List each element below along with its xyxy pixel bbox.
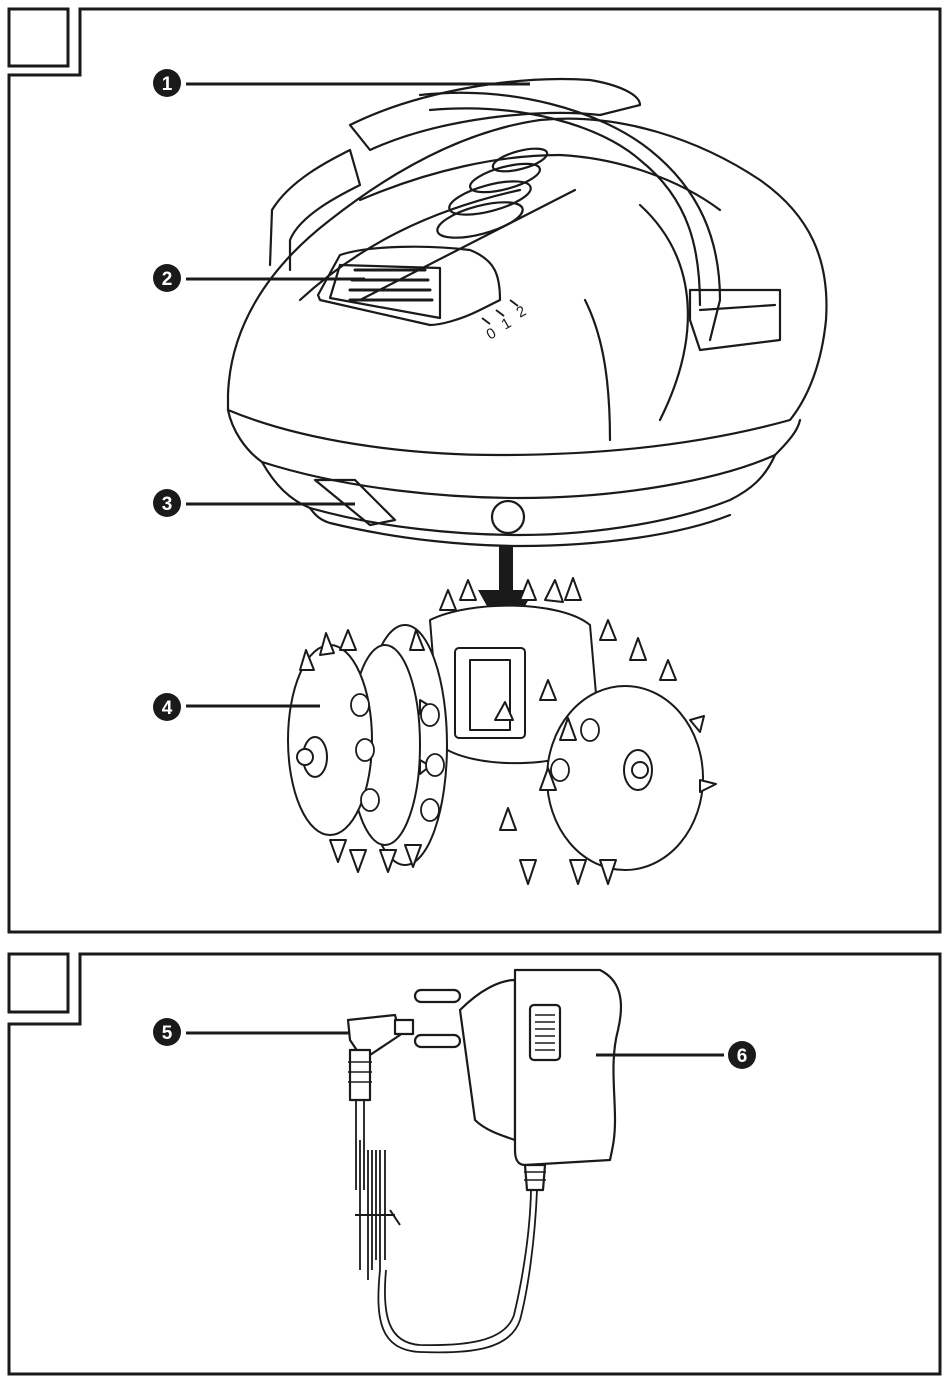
dc-plug (348, 1015, 413, 1100)
figure-a-panel: 0 1 2 (0, 0, 950, 940)
switch-scale-2: 2 (514, 303, 530, 322)
switch-scale-1: 1 (499, 315, 515, 334)
figure-a-frame (9, 9, 940, 932)
figure-b-label-box (9, 954, 68, 1012)
svg-text:2: 2 (162, 269, 173, 290)
figure-b-panel: 5 6 (0, 940, 950, 1382)
svg-text:6: 6 (737, 1046, 748, 1067)
svg-text:5: 5 (162, 1023, 173, 1044)
callout-6: 6 (596, 1041, 756, 1069)
svg-text:1: 1 (162, 74, 173, 95)
callout-5: 5 (153, 1018, 350, 1046)
massager-body (228, 79, 826, 546)
svg-text:3: 3 (162, 494, 173, 515)
figure-a-label-box (9, 9, 68, 66)
svg-text:4: 4 (162, 698, 173, 719)
switch-scale-0: 0 (484, 325, 500, 344)
power-adapter (415, 970, 621, 1190)
